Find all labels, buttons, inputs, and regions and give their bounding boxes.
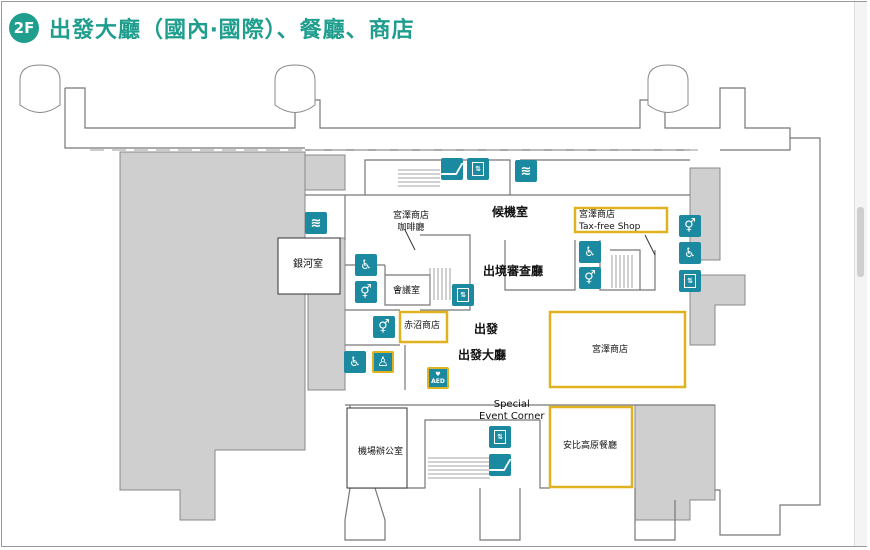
elevator-icon: ⇅ — [489, 426, 511, 448]
elevator-icon: ⇅ — [467, 158, 489, 180]
aircraft-noses — [19, 64, 689, 113]
floor-title: 出發大廳（國內‧國際）、餐廳、商店 — [49, 18, 415, 43]
waiting-room-label: 候機室 — [492, 205, 529, 219]
miyazawa-taxfree-label: 宮澤商店 Tax-free Shop — [579, 210, 641, 232]
stairs-left — [429, 268, 451, 300]
wheelchair-icon: ♿ — [579, 241, 601, 263]
immigration-label: 出境審查廳 — [483, 264, 544, 278]
abiko-restaurant-label: 安比高原餐廳 — [563, 441, 618, 451]
restroom-icon: ⚥ — [579, 267, 601, 289]
airport-office-label: 機場辦公室 — [358, 447, 404, 457]
vertical-scrollbar[interactable] — [854, 2, 867, 546]
scrollbar-thumb[interactable] — [857, 207, 864, 277]
departure-label: 出發 — [474, 322, 499, 336]
ginga-room-label: 銀河室 — [293, 259, 323, 270]
restroom-icon: ⚥ — [355, 281, 377, 303]
floor-header: 2F 出發大廳（國內‧國際）、餐廳、商店 — [9, 13, 415, 43]
cafe-pointer — [404, 229, 416, 251]
aed-icon: ♥AED — [427, 367, 449, 389]
escalator-icon — [440, 158, 464, 180]
nursing-room-icon: ♙ — [372, 351, 394, 373]
akanuma-shop-label: 赤沼商店 — [404, 321, 441, 331]
miyazawa-cafe-label: 宮澤商店 咖啡廳 — [393, 211, 430, 233]
special-event-label: Special Event Corner — [479, 399, 545, 422]
stairs-bottom — [428, 457, 490, 479]
wall-areas — [119, 151, 746, 521]
escalator-icon — [488, 454, 512, 476]
meeting-room-label: 會議室 — [393, 286, 421, 296]
restroom-icon: ⚥ — [373, 316, 395, 338]
wheelchair-icon: ♿ — [344, 351, 366, 373]
miyazawa-shop-label: 宮澤商店 — [592, 345, 629, 355]
stairs-top — [398, 169, 440, 187]
elevator-icon: ⇅ — [679, 270, 701, 292]
rooms — [277, 237, 408, 489]
smoking-icon: ≋ — [515, 160, 537, 182]
stairs-right — [611, 255, 633, 288]
shop-outlines — [398, 206, 687, 489]
elevator-icon: ⇅ — [452, 284, 474, 306]
departure-hall-label: 出發大廳 — [458, 348, 507, 362]
floor-badge: 2F — [9, 13, 39, 43]
taxfree-pointer — [644, 234, 656, 256]
wheelchair-icon: ♿ — [355, 254, 377, 276]
restroom-icon: ⚥ — [679, 215, 701, 237]
stairs — [398, 169, 633, 479]
smoking-icon: ≋ — [305, 212, 327, 234]
wheelchair-icon: ♿ — [679, 242, 701, 264]
